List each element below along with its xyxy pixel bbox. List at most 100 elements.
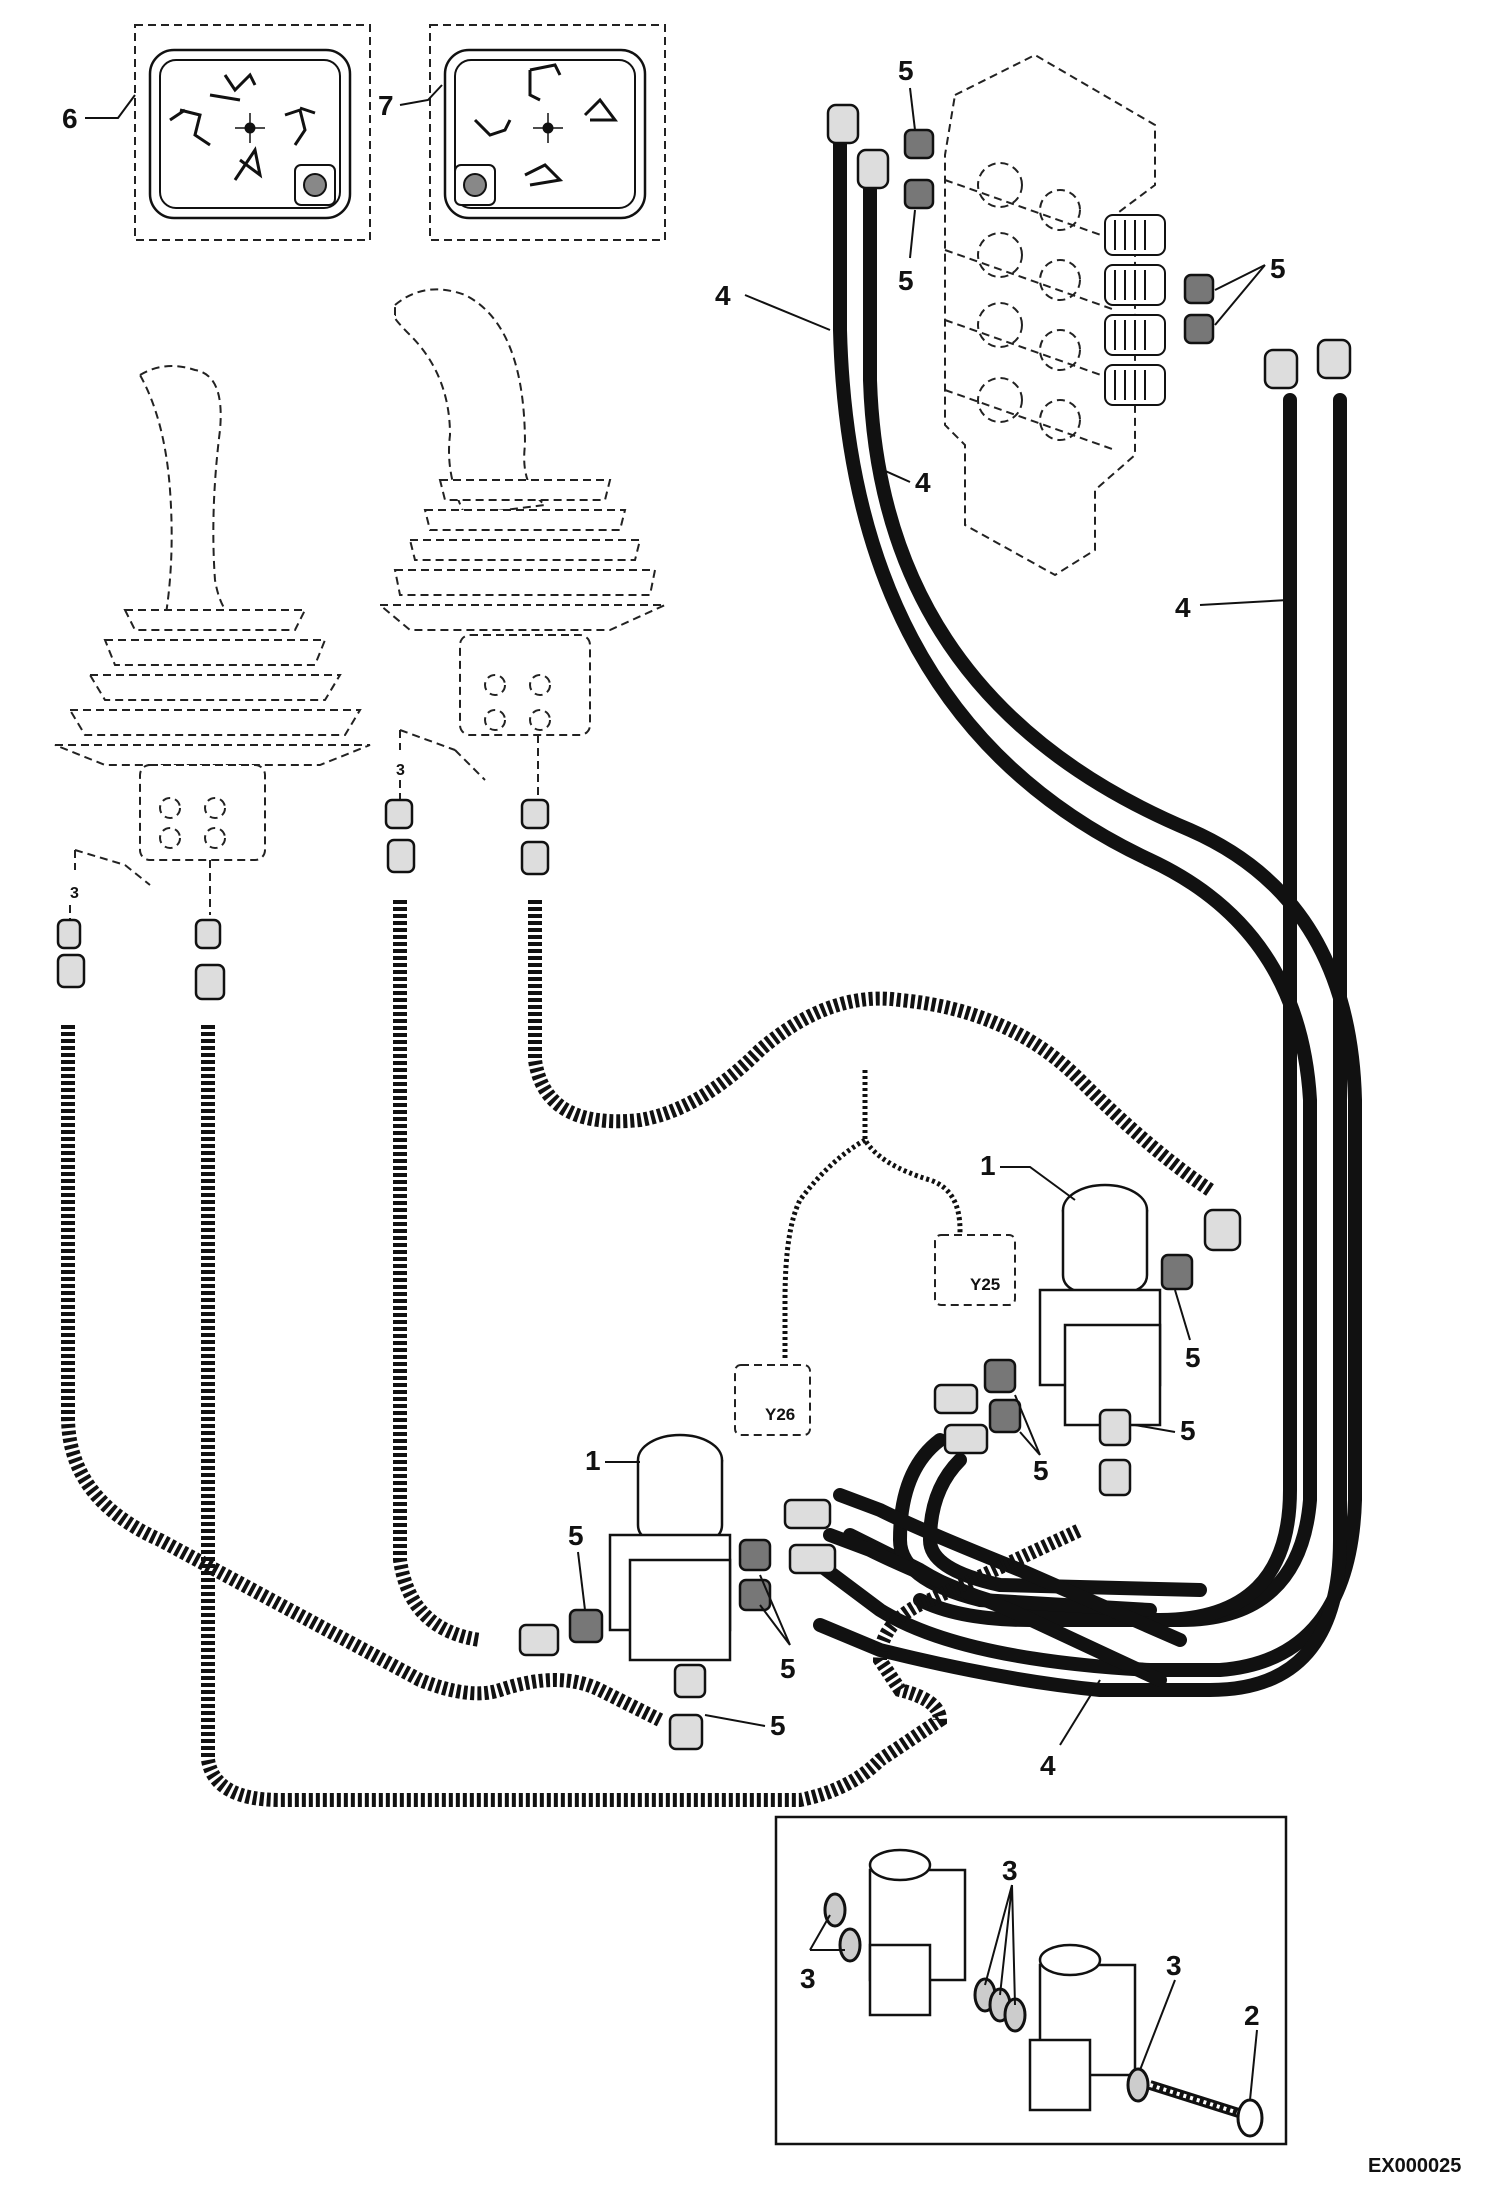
inset-bolt-head	[1236, 2098, 1264, 2138]
callout-hose-4-d: 4	[1040, 1750, 1056, 1781]
inset-leader-3a	[809, 1914, 845, 1951]
leader-4-d	[1059, 1679, 1101, 1746]
inset-coil-a	[868, 1848, 932, 1882]
valve-block-spools	[1104, 214, 1166, 406]
fitting-5-right-valve-bottom-2	[1098, 1458, 1132, 1497]
inset-leader-3b	[984, 1884, 1016, 2006]
callout-decal-6: 6	[62, 103, 78, 134]
leader-1-right	[1000, 1166, 1076, 1201]
hose-end-right-b	[1316, 338, 1352, 380]
leader-5-right	[1214, 264, 1266, 326]
callout-washer-right-joystick: 3	[396, 762, 405, 779]
inset-valve-b-body	[1028, 2038, 1092, 2112]
fitting-5-left-valve-bottom	[673, 1663, 707, 1699]
hose-4-outer-second	[813, 173, 1362, 1677]
left-joystick-dash-leads	[69, 860, 211, 925]
fitting-5-left-valve-side	[568, 1608, 604, 1644]
fitting-right-joystick-a	[384, 798, 414, 830]
fitting-left-joystick-d	[194, 963, 226, 1001]
label-y26: Y26	[765, 1405, 795, 1424]
fitting-5-valve-b	[903, 178, 935, 210]
left-joystick-bracket	[74, 849, 151, 886]
solenoid-valve-left: Y26	[518, 1364, 837, 1751]
inset-leader-2	[1249, 2029, 1258, 2101]
inset-leader-3c	[1139, 1979, 1176, 2071]
callout-fitting-5-lv-b: 5	[780, 1653, 796, 1684]
callout-washer-left-joystick: 3	[70, 885, 79, 902]
pilot-hose-left-1	[61, 1025, 664, 1727]
hose-end-right-a	[1263, 348, 1299, 390]
decal-right-pictograms	[473, 63, 618, 187]
label-y25: Y25	[970, 1275, 1000, 1294]
leader-5-lv-c	[704, 1714, 766, 1727]
decal-right-group	[429, 24, 666, 241]
leader-4-a	[744, 294, 831, 331]
left-joystick-boot	[54, 609, 371, 766]
leader-5-lv-b	[759, 1574, 791, 1646]
hose-end-left-valve-port-a	[783, 1498, 832, 1530]
hose-end-right-valve-port-a	[933, 1383, 979, 1415]
right-joystick-handle	[393, 288, 548, 517]
fitting-right-joystick-d	[520, 840, 550, 876]
fitting-right-joystick-b	[386, 838, 416, 874]
fitting-right-joystick-c	[520, 798, 550, 830]
fitting-5-left-valve-port-a	[738, 1538, 772, 1572]
valve-block-sections	[944, 162, 1116, 451]
pilot-hose-right-1	[393, 900, 482, 1647]
hose-4-valve-r-b	[922, 1453, 1207, 1597]
hose-4-right-a	[913, 393, 1297, 1627]
control-valve-block	[944, 53, 1166, 577]
decal-right-frame	[429, 24, 666, 241]
inset-coil-b	[1038, 1943, 1102, 1977]
callout-fitting-5-rv-a: 5	[1185, 1342, 1201, 1373]
fitting-left-joystick-c	[194, 918, 222, 950]
decal-left-inner	[159, 59, 341, 209]
inset-bolt-thread	[1149, 2083, 1246, 2117]
left-joystick-handle	[138, 365, 239, 621]
callout-fitting-5-mid: 5	[898, 265, 914, 296]
fitting-5-right-valve-side	[1160, 1253, 1194, 1291]
decal-left-frame	[134, 24, 371, 241]
fitting-5-valve-a	[903, 128, 935, 160]
fitting-5-valve-d	[1183, 313, 1215, 345]
fitting-5-right-valve-port-a	[983, 1358, 1017, 1394]
fitting-5-right-valve-bottom	[1098, 1408, 1132, 1447]
lead-to-y25	[862, 1070, 963, 1240]
decal-left-group	[134, 24, 371, 241]
callout-fitting-5-lv-c: 5	[770, 1710, 786, 1741]
fitting-left-joystick-b	[56, 953, 86, 989]
hose-end-left-valve-port-b	[788, 1543, 837, 1575]
fitting-5-right-valve-port-b	[988, 1398, 1022, 1434]
callout-fitting-5-lv-a: 5	[568, 1520, 584, 1551]
inset-valve-a-body	[868, 1943, 932, 2017]
left-joystick-base	[139, 764, 266, 861]
right-joystick-dash-leads	[399, 735, 539, 800]
leader-5-rv-b	[1134, 1424, 1176, 1433]
fitting-left-joystick-a	[56, 918, 82, 950]
leader-5-lv-a	[577, 1551, 586, 1611]
hose-end-left-valve-side	[518, 1623, 560, 1657]
detail-inset: 3 3 3 2	[774, 1815, 1288, 2146]
valve-block-body	[944, 53, 1156, 577]
callout-washer-inset-b: 3	[1002, 1855, 1018, 1886]
heavy-hoses	[813, 133, 1362, 1697]
hose-end-upper-a	[826, 103, 860, 145]
hose-end-left-valve-bottom	[668, 1713, 704, 1751]
pilot-hose-left-2	[201, 1025, 1083, 1807]
right-joystick-bracket	[399, 729, 486, 781]
valve-body-left	[628, 1558, 732, 1662]
connector-y26	[734, 1364, 811, 1436]
valve-body-right	[1063, 1323, 1162, 1427]
pilot-hose-right-2	[528, 900, 1214, 1196]
callout-washer-inset-a: 3	[800, 1963, 816, 1994]
callout-fitting-5-rv-c: 5	[1033, 1455, 1049, 1486]
connector-y25	[934, 1234, 1016, 1306]
leader-5-rv-a	[1174, 1289, 1191, 1341]
coil-left-body	[636, 1460, 724, 1547]
leader-6	[85, 94, 136, 119]
right-joystick-base	[459, 634, 591, 736]
solenoid-valve-right: Y25	[933, 1183, 1242, 1497]
callout-decal-7: 7	[378, 90, 394, 121]
inset-washers	[823, 1892, 1150, 2103]
